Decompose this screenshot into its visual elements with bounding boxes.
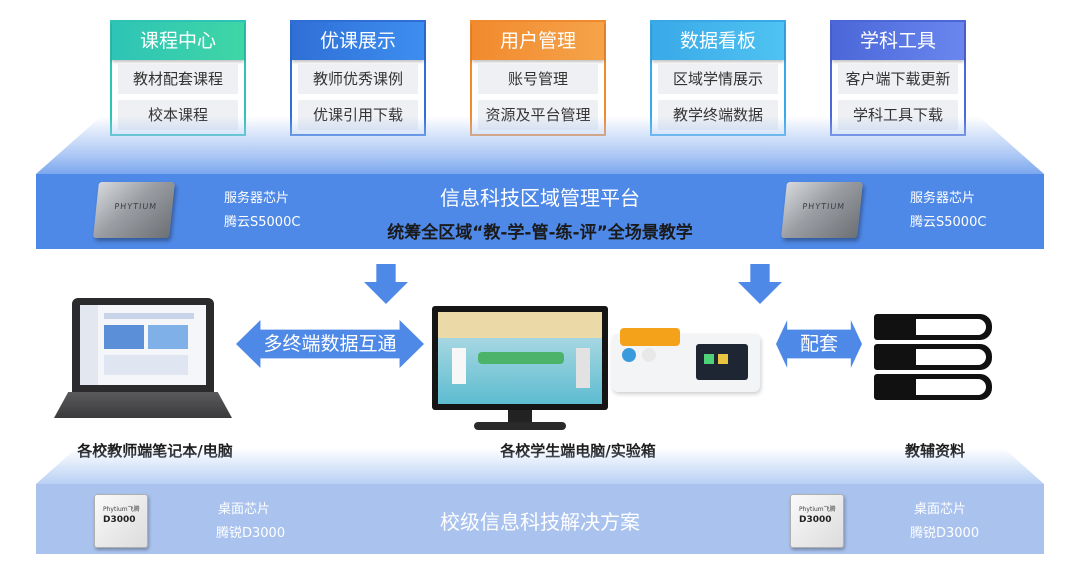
module-title: 用户管理 — [472, 22, 604, 60]
desktop-chip-left-icon: Phytium飞腾 D3000 — [94, 494, 148, 548]
module-card: 课程中心教材配套课程校本课程 — [110, 20, 246, 136]
server-chip-right-label: 服务器芯片 — [910, 191, 976, 206]
desktop-chip-left-model: 腾锐D3000 — [216, 526, 286, 541]
school-band: 校级信息科技解决方案 Phytium飞腾 D3000 桌面芯片 腾锐D3000 … — [36, 484, 1044, 554]
server-chip-left-icon: PHYTIUM — [93, 182, 175, 238]
module-item: 客户端下载更新 — [838, 64, 958, 94]
monitor-stand — [508, 410, 532, 424]
pairing-arrow: 配套 — [776, 320, 862, 368]
platform-subtitle: 统筹全区域“教-学-管-练-评”全场景教学 — [387, 223, 693, 243]
module-title: 数据看板 — [652, 22, 784, 60]
laptop-base — [54, 392, 232, 418]
server-chip-right-model: 腾云S5000C — [910, 215, 987, 230]
platform-band: 信息科技区域管理平台 统筹全区域“教-学-管-练-评”全场景教学 PHYTIUM… — [36, 174, 1044, 249]
module-title: 优课展示 — [292, 22, 424, 60]
book-icon — [874, 374, 992, 400]
down-arrow-icon — [364, 264, 408, 304]
desktop-chip-left-label: 桌面芯片 — [218, 502, 271, 517]
desktop-chip-right-label: 桌面芯片 — [914, 502, 967, 517]
book-icon — [874, 314, 992, 340]
platform-title: 信息科技区域管理平台 — [440, 186, 640, 210]
laptop-display — [80, 305, 206, 385]
desktop-chip-right-model: 腾锐D3000 — [910, 526, 980, 541]
book-icon — [874, 344, 992, 370]
module-item: 区域学情展示 — [658, 64, 778, 94]
desktop-chip-right-icon: Phytium飞腾 D3000 — [790, 494, 844, 548]
module-item: 账号管理 — [478, 64, 598, 94]
module-title: 课程中心 — [112, 22, 244, 60]
server-chip-right-icon: PHYTIUM — [781, 182, 863, 238]
school-perspective-band — [36, 448, 1044, 484]
platform-perspective-band — [36, 116, 1044, 174]
server-chip-left-model: 腾云S5000C — [224, 215, 301, 230]
monitor-display — [438, 312, 602, 404]
down-arrow-icon — [738, 264, 782, 304]
module-title: 学科工具 — [832, 22, 964, 60]
school-title: 校级信息科技解决方案 — [440, 510, 640, 534]
laptop-icon — [72, 298, 214, 392]
monitor-icon — [432, 306, 608, 410]
server-chip-left-label: 服务器芯片 — [224, 191, 290, 206]
data-sync-arrow: 多终端数据互通 — [236, 320, 424, 368]
experiment-kit-icon — [612, 328, 760, 392]
module-item: 教材配套课程 — [118, 64, 238, 94]
monitor-foot — [474, 422, 566, 430]
module-item: 教师优秀课例 — [298, 64, 418, 94]
kit-screen — [696, 344, 748, 380]
